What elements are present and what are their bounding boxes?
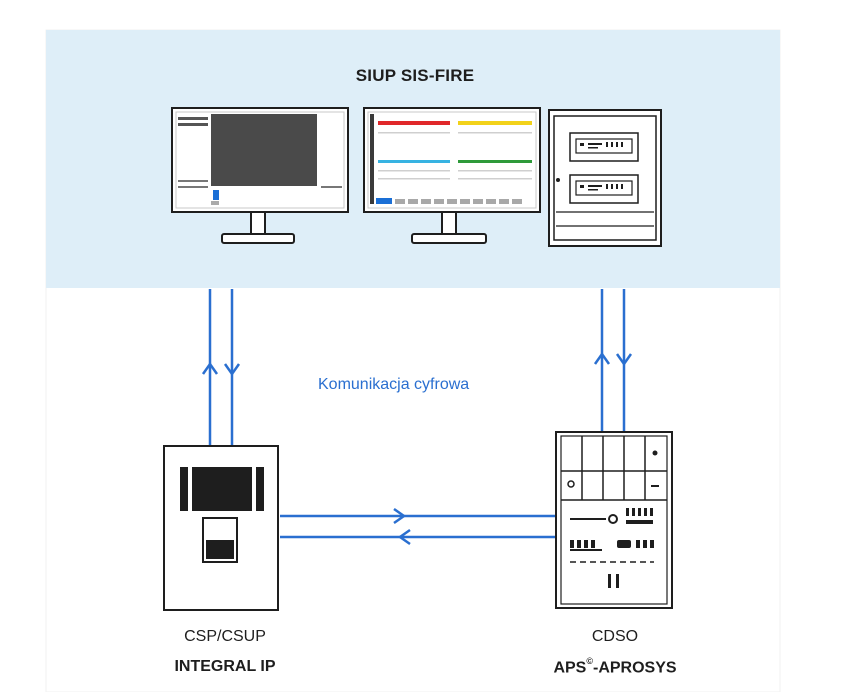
right-node-label-suffix: -APROSYS	[592, 659, 677, 677]
left-node-label-line1: CSP/CSUP	[184, 628, 266, 645]
copyright-mark: ©	[586, 656, 593, 666]
control-panel-integral-ip	[163, 445, 279, 611]
link-left-vertical	[201, 289, 241, 446]
link-label: Komunikacja cyfrowa	[318, 376, 470, 393]
operator-monitor-left	[171, 107, 349, 244]
operator-monitor-center	[363, 107, 541, 244]
diagram-title: SIUP SIS-FIRE	[355, 66, 475, 85]
control-panel-aprosys	[555, 431, 673, 609]
right-node-label-line1: CDSO	[591, 628, 639, 645]
link-right-vertical	[593, 289, 633, 432]
left-node-label-line2: INTEGRAL IP	[174, 658, 276, 675]
server-cabinet	[548, 109, 662, 247]
right-node-label-prefix: APS	[553, 659, 587, 677]
link-horizontal	[280, 507, 556, 546]
right-node-label-line2: APS©-APROSYS	[535, 656, 695, 677]
